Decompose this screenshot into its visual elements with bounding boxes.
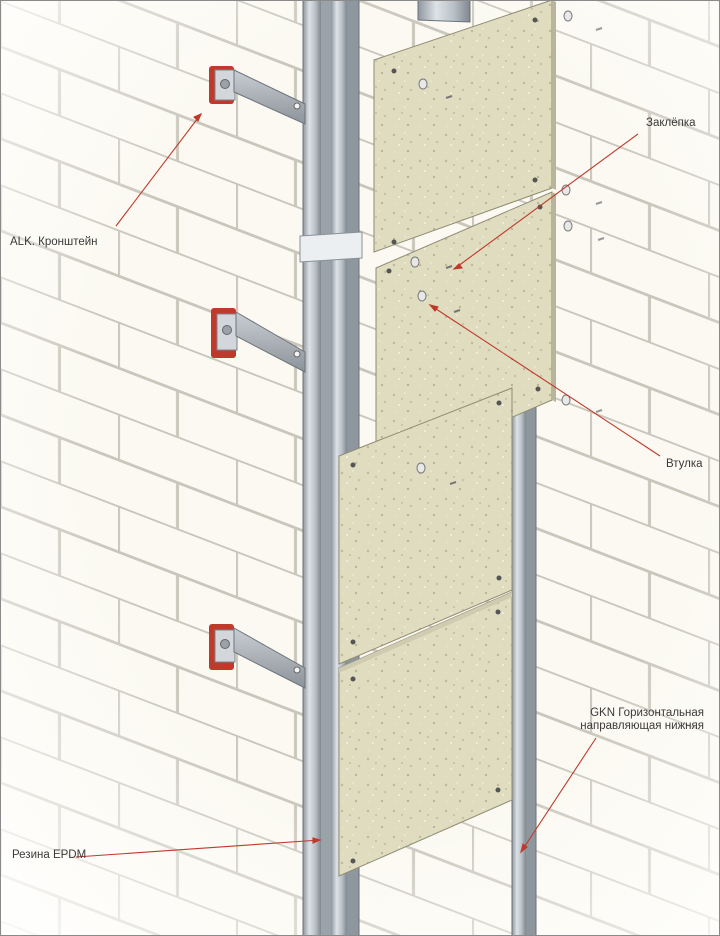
wall-bracket-1 bbox=[209, 66, 306, 125]
leader-rail bbox=[520, 737, 597, 854]
wall-bracket-2 bbox=[211, 308, 306, 373]
horizontal-rail-top bbox=[417, 0, 471, 23]
leader-bracket bbox=[115, 112, 203, 227]
label-epdm: Резина EPDM bbox=[12, 849, 87, 861]
vertical-profile-right bbox=[511, 395, 537, 936]
label-rail-line2: направляющая нижняя bbox=[580, 720, 704, 732]
facade-panel-3 bbox=[338, 387, 513, 665]
edge-fasteners bbox=[561, 10, 605, 413]
leader-epdm bbox=[75, 837, 322, 858]
leader-sleeve bbox=[428, 304, 661, 457]
wall-bracket-3 bbox=[209, 624, 306, 689]
label-rail: GKN Горизонтальная направляющая нижняя bbox=[580, 707, 704, 733]
leader-rivet bbox=[452, 133, 639, 270]
facade-panel-4 bbox=[338, 591, 513, 877]
label-bracket: ALK. Кронштейн bbox=[10, 236, 98, 248]
label-sleeve: Втулка bbox=[666, 458, 703, 470]
profile-joint bbox=[299, 231, 363, 263]
label-rail-line1: GKN Горизонтальная bbox=[590, 707, 704, 719]
label-rivet: Заклёпка bbox=[646, 117, 696, 129]
facade-panel-1 bbox=[373, 0, 556, 253]
